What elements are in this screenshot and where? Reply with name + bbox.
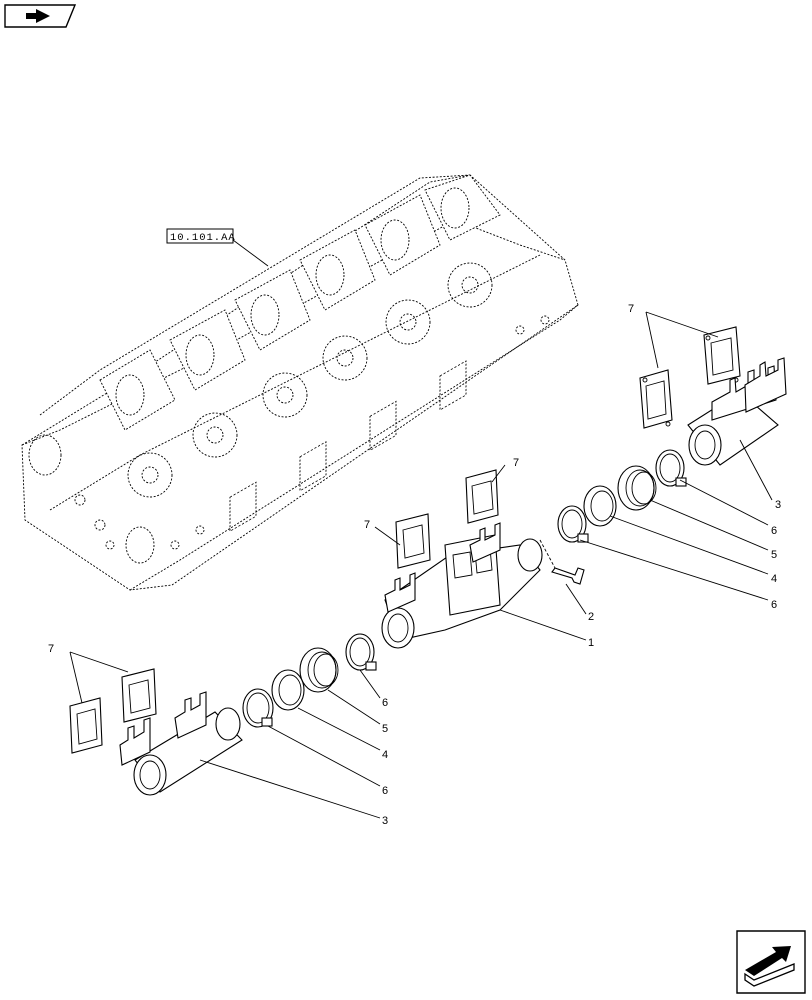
gasket-mid-b bbox=[395, 513, 431, 569]
callout-7-mid-a: 7 bbox=[513, 457, 519, 469]
next-page-icon bbox=[736, 930, 806, 994]
leader-lines bbox=[199, 439, 773, 819]
clamp-right-a bbox=[655, 449, 687, 487]
callout-4-left: 4 bbox=[382, 749, 388, 761]
exhaust-pipe-left bbox=[119, 691, 243, 796]
callout-3-left: 3 bbox=[382, 815, 388, 827]
callout-5-right: 5 bbox=[771, 549, 777, 561]
callout-6-left-a: 6 bbox=[382, 697, 388, 709]
callout-6-right-a: 6 bbox=[771, 525, 777, 537]
screw bbox=[539, 539, 585, 585]
gasket-left-a bbox=[69, 697, 103, 754]
sleeve-left-4 bbox=[271, 669, 305, 711]
clamp-left-a bbox=[242, 688, 274, 728]
callout-7-top-right: 7 bbox=[628, 303, 634, 315]
callouts: 7 3 6 5 4 6 7 7 2 1 7 6 5 4 6 3 bbox=[48, 303, 781, 827]
exhaust-manifold bbox=[381, 522, 543, 649]
bellows-right-5 bbox=[617, 465, 657, 511]
callout-5-left: 5 bbox=[382, 723, 388, 735]
clamp-right-b bbox=[557, 505, 589, 543]
next-page-button[interactable] bbox=[736, 930, 806, 994]
callout-1: 1 bbox=[588, 637, 594, 649]
cylinder-head-phantom bbox=[21, 174, 579, 591]
callout-7-mid-b: 7 bbox=[364, 519, 370, 531]
reference-text: 10.101.AA bbox=[170, 232, 236, 244]
clamp-left-b bbox=[345, 633, 377, 671]
prev-page-button[interactable] bbox=[4, 4, 77, 28]
callout-3-right: 3 bbox=[775, 499, 781, 511]
sleeve-right-4 bbox=[583, 485, 617, 527]
callout-4-right: 4 bbox=[771, 573, 777, 585]
gasket-top-right-b bbox=[703, 326, 741, 385]
gasket-mid-a bbox=[465, 469, 499, 524]
callout-6-left-b: 6 bbox=[382, 785, 388, 797]
callout-2: 2 bbox=[588, 611, 594, 623]
reference-label: 10.101.AA bbox=[166, 228, 269, 267]
gasket-top-right-a bbox=[639, 369, 673, 429]
prev-page-icon bbox=[4, 4, 77, 28]
gasket-left-b bbox=[121, 668, 157, 723]
bellows-left-5 bbox=[299, 647, 339, 693]
callout-7-left: 7 bbox=[48, 643, 54, 655]
callout-6-right-b: 6 bbox=[771, 599, 777, 611]
exhaust-pipe-right bbox=[687, 357, 787, 466]
